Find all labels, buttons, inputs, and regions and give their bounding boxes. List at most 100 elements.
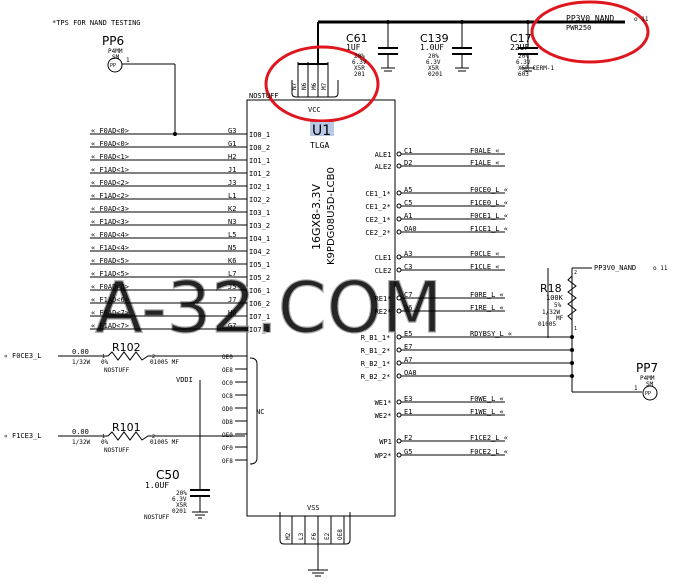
cap-l4: 603 xyxy=(518,71,529,78)
cap-ref: C17 xyxy=(510,32,532,45)
right-pin-bubble xyxy=(396,229,402,235)
left-pin-name: IO2_2 xyxy=(249,196,270,204)
right-pin-net: F0WE_L « xyxy=(470,395,504,403)
c50-l4: 0201 xyxy=(172,508,187,515)
pp6-ref: PP6 xyxy=(102,34,124,48)
right-pin-ball: E1 xyxy=(404,408,412,416)
right-pin-name: WE2* xyxy=(375,412,392,420)
right-pin-ball: A5 xyxy=(404,186,412,194)
c50-l2: 6.3V xyxy=(172,496,187,503)
pp6-l1: P4MM xyxy=(108,48,123,55)
nc-pin: OD0 xyxy=(222,406,233,413)
right-pin-net: F0ALE « xyxy=(470,147,500,155)
right-pin-ball: OA8 xyxy=(404,369,417,377)
right-pin-name: CE1_1* xyxy=(365,190,390,198)
nc-pin: OD8 xyxy=(222,419,233,426)
left-pin-name: IO7_2 xyxy=(249,326,270,334)
right-pin-bubble xyxy=(396,452,402,458)
right-pin-ball: C1 xyxy=(404,147,412,155)
svg-text:«: « xyxy=(4,433,8,440)
left-pin-ball: J7 xyxy=(228,296,236,304)
cap-l4: 0201 xyxy=(428,71,443,78)
r101-p2: 2 xyxy=(152,434,155,440)
right-pin-name: RE1* xyxy=(375,295,392,303)
right-pin-bubble xyxy=(396,267,402,273)
nc-pin: OE0 xyxy=(222,354,233,361)
left-pin-name: IO3_2 xyxy=(249,222,270,230)
pp7-l2: SM xyxy=(646,381,654,388)
left-pin-net: « F1AD<6> xyxy=(91,296,129,304)
cap-l1: 20% xyxy=(518,53,529,60)
right-pin-name: R_B1_1* xyxy=(361,334,391,342)
cap-l4: 201 xyxy=(354,71,365,78)
right-pin-name: WP2* xyxy=(375,452,392,460)
nc-pin: OF8 xyxy=(222,458,233,465)
right-pin-bubble xyxy=(396,216,402,222)
watermark: A-32.COM xyxy=(95,267,442,349)
cap-l1: 20% xyxy=(354,53,365,60)
right-pin-name: RE2* xyxy=(375,308,392,316)
left-pin-ball: H2 xyxy=(228,153,236,161)
vss-pin: F6 xyxy=(311,532,318,540)
right-pin-name: CE2_2* xyxy=(365,229,390,237)
vcc-pin: N7 xyxy=(291,82,298,90)
r101-val: 0.00 xyxy=(72,428,89,436)
right-pin-ball: D2 xyxy=(404,159,412,167)
right-pin-net: F1RE_L « xyxy=(470,304,504,312)
cap-l3: X5R xyxy=(354,65,365,72)
right-pin-name: WE1* xyxy=(375,399,392,407)
right-pin-net: F1ALE « xyxy=(470,159,500,167)
junction-dot xyxy=(570,348,574,352)
c50-value: 1.0UF xyxy=(145,481,169,490)
r18-l1: 5% xyxy=(554,302,562,309)
left-pin-name: IO3_1 xyxy=(249,209,270,217)
right-pin-ball: A7 xyxy=(404,356,412,364)
right-pin-ball: C7 xyxy=(404,291,412,299)
left-pin-name: IO1_2 xyxy=(249,170,270,178)
junction-dot xyxy=(460,20,464,24)
right-pin-ball: OA0 xyxy=(404,225,417,233)
left-pin-ball: G1 xyxy=(228,140,236,148)
left-pin-name: IO0_2 xyxy=(249,144,270,152)
right-pin-name: WP1 xyxy=(379,438,392,446)
right-pin-ball: A3 xyxy=(404,250,412,258)
vss-pin: M2 xyxy=(285,532,292,540)
right-pin-name: R_B2_1* xyxy=(361,360,391,368)
vss-bracket xyxy=(279,512,351,545)
nc-pin: OE0 xyxy=(222,432,233,439)
right-pin-net: F0CLE « xyxy=(470,250,500,258)
r102-stuff: NOSTUFF xyxy=(104,367,130,374)
cap-value: 1UF xyxy=(346,43,361,52)
left-pin-ball: K6 xyxy=(228,257,236,265)
left-pin-ball: N3 xyxy=(228,218,236,226)
left-pin-name: IO5_1 xyxy=(249,261,270,269)
right-pin-ball: E5 xyxy=(404,330,412,338)
left-pin-ball: J1 xyxy=(228,166,236,174)
left-pin-name: IO7_1 xyxy=(249,313,270,321)
svg-text:o 11: o 11 xyxy=(653,265,668,272)
chip-top-label: NOSTUFF xyxy=(249,92,279,100)
junction-dot xyxy=(173,132,177,136)
pp6-l2: SM xyxy=(112,54,120,61)
right-pin-bubble xyxy=(396,399,402,405)
right-pin-bubble xyxy=(396,203,402,209)
junction-dot xyxy=(570,361,574,365)
r102-val: 0.00 xyxy=(72,348,89,356)
right-pin-ball: D6 xyxy=(404,304,412,312)
r102-p2: 2 xyxy=(152,354,155,360)
pp7-pin: 1 xyxy=(634,385,638,392)
nc-pin: OC0 xyxy=(222,380,233,387)
right-pin-ball: E3 xyxy=(404,395,412,403)
r18-body xyxy=(567,275,577,321)
nc-pin: OE8 xyxy=(222,367,233,374)
rail-name: PP3V0_NAND xyxy=(566,14,614,23)
nc-pin: OF0 xyxy=(222,445,233,452)
c50-l5: NOSTUFF xyxy=(144,514,170,521)
junction-dot xyxy=(570,335,574,339)
vddi-label: VDDI xyxy=(176,376,193,384)
right-pin-ball: G5 xyxy=(404,448,412,456)
pp7-ref: PP7 xyxy=(636,361,658,375)
cap-l1: 20% xyxy=(428,53,439,60)
right-pin-ball: C5 xyxy=(404,199,412,207)
left-pin-name: IO6_2 xyxy=(249,300,270,308)
